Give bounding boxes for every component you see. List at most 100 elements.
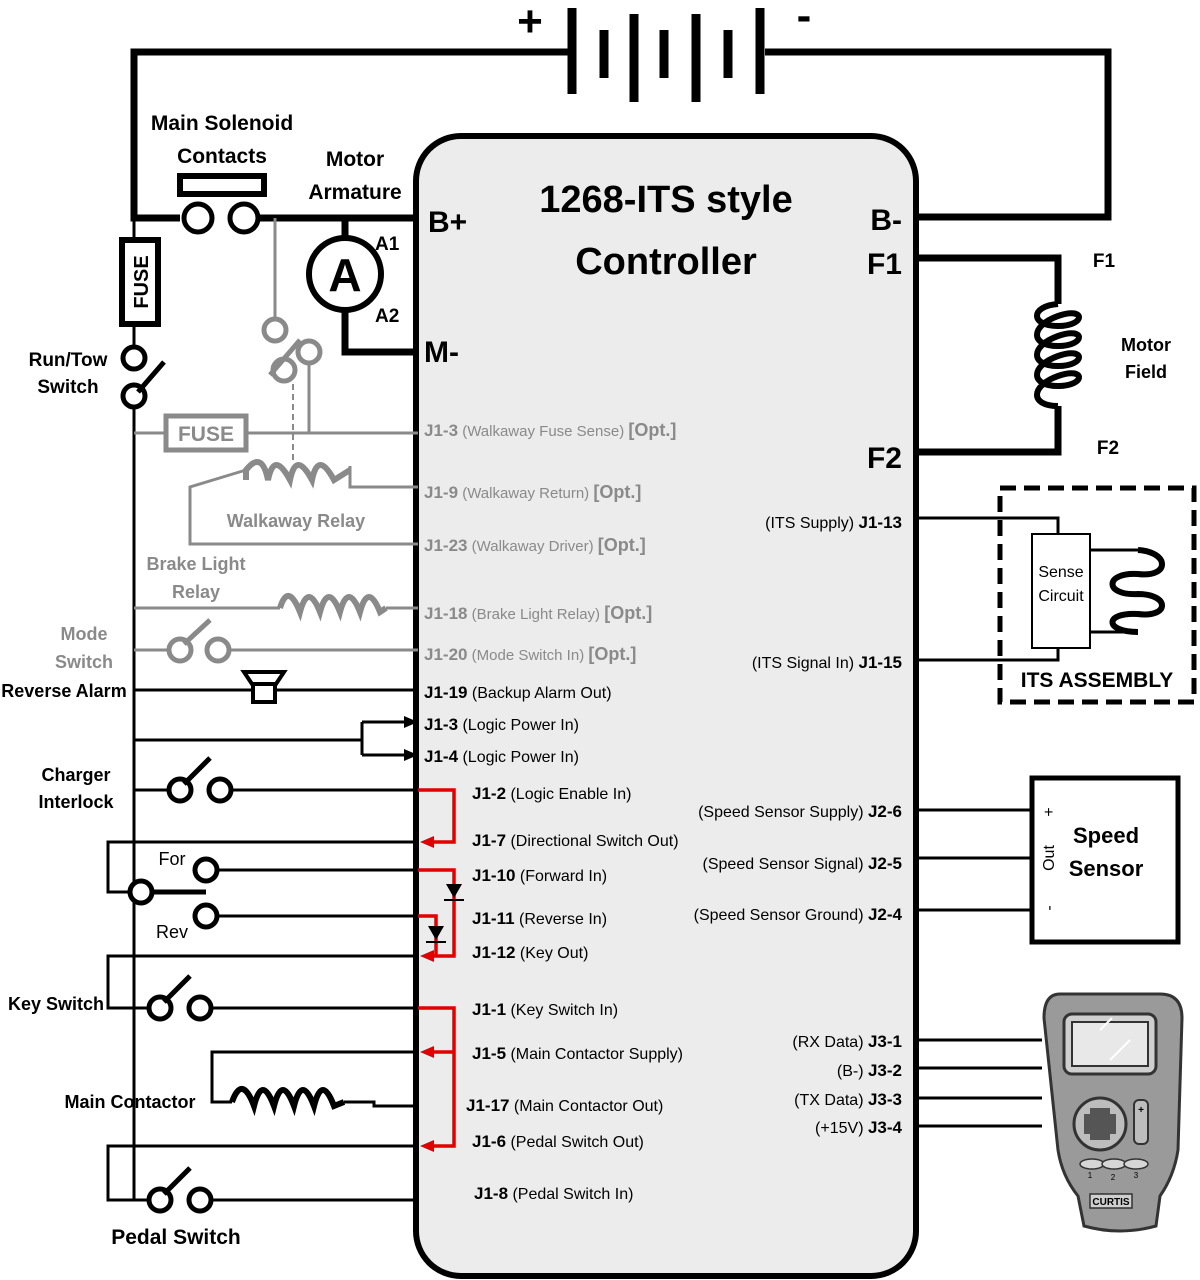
a2-label: A2: [375, 306, 399, 327]
pin-j1-4: J1-4 (Logic Power In): [424, 747, 579, 766]
sense-label-1: Sense: [1038, 564, 1083, 581]
speed-sensor-label-2: Sensor: [1069, 856, 1144, 881]
brake-light-label-1: Brake Light: [146, 554, 245, 574]
key-switch: Key Switch: [8, 954, 418, 1022]
pin-j1-19: J1-19 (Backup Alarm Out): [424, 683, 612, 702]
controller-title-2: Controller: [575, 241, 757, 283]
pin-j1-10: J1-10 (Forward In): [472, 866, 607, 885]
motor-field: F1 F2 Motor Field: [916, 251, 1171, 459]
main-solenoid-label-2: Contacts: [177, 145, 267, 168]
programmer-key-1: 1: [1088, 1171, 1093, 1180]
main-fuse-text: FUSE: [131, 255, 153, 308]
motor-field-label-2: Field: [1125, 362, 1167, 382]
main-contactor-label: Main Contactor: [64, 1092, 195, 1112]
controller-title-1: 1268-ITS style: [539, 179, 792, 221]
opt-pin-walkaway-driver: J1-23 (Walkaway Driver) [Opt.]: [424, 535, 646, 555]
main-contactor: Main Contactor: [64, 1050, 418, 1117]
f2-label: F2: [1097, 438, 1119, 459]
m-minus-label: M-: [424, 336, 459, 369]
brake-light-relay: Brake Light Relay: [134, 554, 418, 622]
pin-j1-5: J1-5 (Main Contactor Supply): [472, 1044, 683, 1063]
walkaway-relay-label: Walkaway Relay: [227, 511, 365, 531]
internal-connections: [418, 788, 464, 1152]
b-plus-label: B+: [428, 206, 467, 239]
b-minus-label: B-: [870, 204, 902, 237]
svg-text:+: +: [1138, 1105, 1144, 1116]
pin-j3-1: (RX Data) J3-1: [792, 1032, 902, 1051]
pin-j1-3: J1-3 (Logic Power In): [424, 715, 579, 734]
reverse-alarm-label: Reverse Alarm: [1, 681, 126, 701]
run-tow-label-1: Run/Tow: [29, 350, 108, 371]
main-solenoid-label-1: Main Solenoid: [151, 112, 293, 135]
pin-j3-3: (TX Data) J3-3: [794, 1090, 902, 1109]
a1-label: A1: [375, 234, 400, 255]
key-switch-label: Key Switch: [8, 994, 104, 1014]
opt-pin-mode-switch: J1-20 (Mode Switch In) [Opt.]: [424, 644, 636, 664]
pin-j1-11: J1-11 (Reverse In): [472, 909, 607, 928]
battery-plus: +: [517, 0, 543, 46]
logic-power: [134, 716, 418, 761]
battery: + -: [130, 0, 1112, 222]
pin-j1-15: (ITS Signal In) J1-15: [752, 653, 902, 672]
pedal-switch: Pedal Switch: [106, 1144, 418, 1249]
pin-j3-2: (B-) J3-2: [837, 1061, 902, 1080]
pin-j1-1: J1-1 (Key Switch In): [472, 1000, 618, 1019]
sense-label-2: Circuit: [1038, 588, 1084, 605]
its-assembly: Sense Circuit ITS ASSEMBLY: [916, 485, 1197, 705]
sensor-out-label: Out: [1041, 845, 1058, 871]
directional-switch: For Rev: [106, 840, 418, 942]
motor-armature-label-1: Motor: [326, 148, 384, 171]
speed-sensor-label-1: Speed: [1073, 823, 1139, 848]
f1-terminal-label: F1: [867, 248, 902, 281]
mode-switch-label-2: Switch: [55, 652, 113, 672]
speed-sensor: + Out - Speed Sensor: [916, 775, 1181, 945]
pedal-switch-label: Pedal Switch: [111, 1226, 241, 1249]
charger-interlock: Charger Interlock: [38, 756, 418, 812]
walkaway-fuse-text: FUSE: [178, 423, 234, 446]
brake-light-label-2: Relay: [172, 582, 220, 602]
pin-j1-7: J1-7 (Directional Switch Out): [472, 831, 679, 850]
main-fuse: FUSE: [119, 218, 161, 346]
pin-j1-6: J1-6 (Pedal Switch Out): [472, 1132, 644, 1151]
pin-j1-12: J1-12 (Key Out): [472, 943, 588, 962]
motor-armature: A Motor Armature A1 A2: [306, 148, 418, 356]
programmer-brand: CURTIS: [1092, 1197, 1130, 1208]
run-tow-label-2: Switch: [37, 377, 98, 398]
f1-label: F1: [1093, 251, 1116, 272]
pin-j1-8: J1-8 (Pedal Switch In): [474, 1184, 633, 1203]
walkaway-circuit: FUSE Walkaway Relay: [134, 218, 418, 546]
pin-j1-2: J1-2 (Logic Enable In): [472, 784, 631, 803]
opt-pin-walkaway-fuse: J1-3 (Walkaway Fuse Sense) [Opt.]: [424, 420, 676, 440]
battery-minus: -: [797, 0, 812, 40]
f2-terminal-label: F2: [867, 442, 902, 475]
pin-j1-13: (ITS Supply) J1-13: [765, 513, 902, 532]
main-solenoid-contacts: Main Solenoid Contacts: [151, 112, 418, 235]
mode-switch: Mode Switch: [55, 618, 418, 672]
pin-j2-6: (Speed Sensor Supply) J2-6: [698, 802, 902, 821]
sensor-minus-label: -: [1041, 905, 1058, 910]
opt-pin-walkaway-return: J1-9 (Walkaway Return) [Opt.]: [424, 482, 641, 502]
reverse-alarm: Reverse Alarm: [1, 670, 418, 704]
programmer-wires: [916, 1038, 1042, 1128]
armature-symbol: A: [328, 249, 361, 301]
motor-armature-label-2: Armature: [308, 181, 401, 204]
reverse-label: Rev: [156, 922, 188, 942]
run-tow-switch: Run/Tow Switch: [29, 344, 166, 1200]
forward-label: For: [159, 849, 186, 869]
pin-j1-17: J1-17 (Main Contactor Out): [466, 1096, 663, 1115]
controller-body: [413, 133, 919, 1279]
mode-switch-label-1: Mode: [61, 624, 108, 644]
programmer-key-2: 2: [1111, 1173, 1116, 1182]
pin-j2-4: (Speed Sensor Ground) J2-4: [694, 905, 903, 924]
pin-j3-4: (+15V) J3-4: [815, 1118, 902, 1137]
charger-label-2: Interlock: [38, 792, 114, 812]
charger-label-1: Charger: [41, 765, 110, 785]
pin-j2-5: (Speed Sensor Signal) J2-5: [703, 854, 902, 873]
opt-pin-brake-light: J1-18 (Brake Light Relay) [Opt.]: [424, 603, 652, 623]
handheld-programmer: + 1 2 3 CURTIS: [1042, 992, 1184, 1233]
programmer-key-3: 3: [1134, 1171, 1139, 1180]
its-assembly-label: ITS ASSEMBLY: [1021, 669, 1173, 692]
motor-field-label-1: Motor: [1121, 335, 1171, 355]
sensor-plus-label: +: [1041, 807, 1058, 816]
